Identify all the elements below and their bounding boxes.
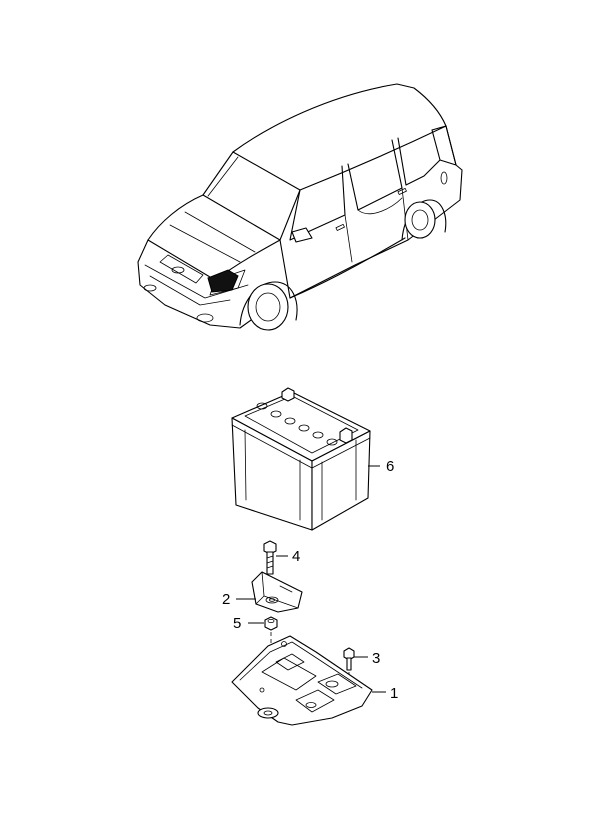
bolt-part-3 — [343, 647, 355, 671]
callout-6: 6 — [386, 458, 394, 475]
tray-part-1 — [231, 635, 373, 726]
callout-3: 3 — [372, 650, 380, 667]
callout-5: 5 — [233, 615, 241, 632]
nut-part-5 — [264, 616, 278, 631]
callout-4: 4 — [292, 548, 300, 565]
vehicle-illustration — [137, 83, 463, 331]
bracket-part-2 — [251, 571, 303, 613]
callout-2: 2 — [222, 591, 230, 608]
battery-part-6 — [231, 387, 371, 531]
bolt-part-4 — [263, 540, 277, 575]
callout-1: 1 — [390, 685, 398, 702]
